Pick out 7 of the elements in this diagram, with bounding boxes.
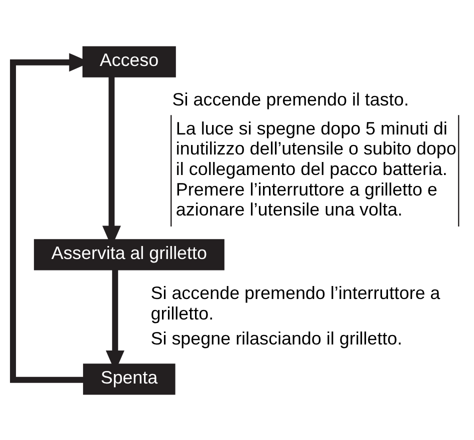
node-box: Asservita al grilletto <box>34 238 224 270</box>
node-box: Acceso <box>82 46 176 77</box>
node-label: Si accende premendo il tasto. <box>172 88 409 109</box>
node-label: Si accende premendo l’interruttore a grilletto. <box>150 282 440 323</box>
node-label: La luce si spegne dopo 5 minuti di inutilizzo dell’utensile o subito dopo il collegamento del pacco batteria. Premere l’interruttore a grilletto e azionare l’utensile una volta. <box>176 118 456 220</box>
node-box: Spenta <box>83 363 176 394</box>
node-label: Si spegne rilasciando il grilletto. <box>150 328 402 348</box>
